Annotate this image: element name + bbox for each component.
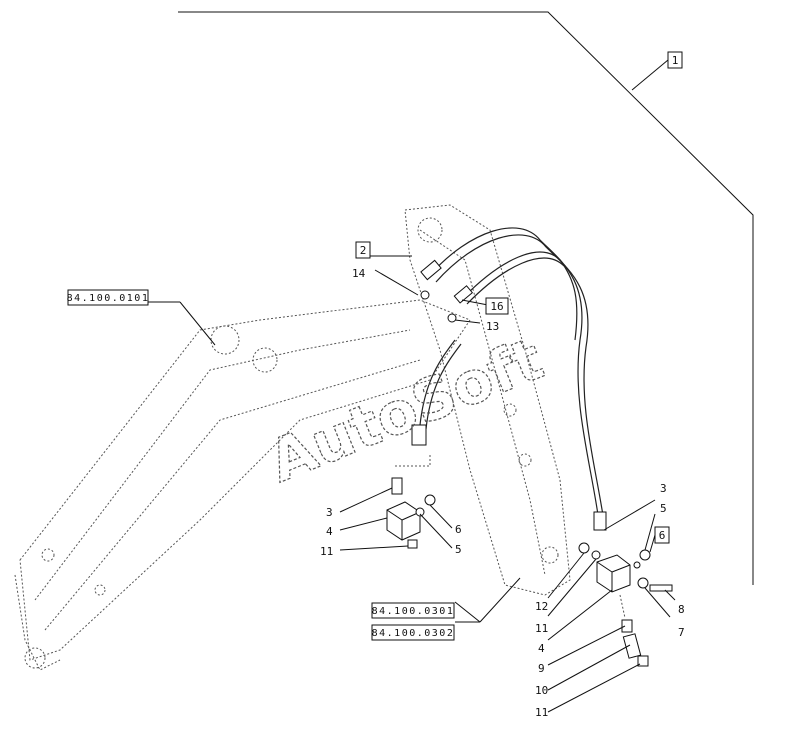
callout-13: 13 (486, 320, 499, 333)
callout-11-left: 11 (320, 545, 333, 558)
svg-text:16: 16 (490, 300, 503, 313)
watermark: AutoSoft (259, 324, 552, 495)
callout-labels: 14 13 3 4 11 6 5 3 5 8 7 12 11 4 9 10 11 (320, 267, 685, 719)
svg-text:2: 2 (360, 244, 367, 257)
svg-text:84.100.0302: 84.100.0302 (372, 628, 455, 639)
callout-11-right: 11 (535, 622, 548, 635)
assembly-bracket-frame (178, 11, 754, 585)
callout-5-right: 5 (660, 502, 667, 515)
box-ref-washer-right[interactable]: 6 (654, 526, 670, 544)
svg-text:84.100.0301: 84.100.0301 (372, 606, 455, 617)
callout-4-left: 4 (326, 525, 333, 538)
callout-11-bottom: 11 (535, 706, 548, 719)
fitting-upper-hose-end (411, 259, 607, 531)
callout-10: 10 (535, 684, 548, 697)
box-ref-hose-upper[interactable]: 2 (355, 241, 371, 259)
box-ref-assembly[interactable]: 1 (667, 51, 683, 69)
callout-6-left: 6 (455, 523, 462, 536)
boom-outline (14, 299, 471, 671)
callout-3-right: 3 (660, 482, 667, 495)
callout-9: 9 (538, 662, 545, 675)
callout-8: 8 (678, 603, 685, 616)
arm-outline (404, 204, 571, 596)
hydraulic-hoses (419, 227, 605, 523)
callout-12: 12 (535, 600, 548, 613)
doc-ref-arm-a[interactable]: 84.100.0301 (371, 602, 455, 619)
box-ref-hose-lower[interactable]: 16 (485, 297, 509, 315)
callout-3-left: 3 (326, 506, 333, 519)
leader-lines (148, 255, 676, 713)
svg-text:84.100.0101: 84.100.0101 (67, 293, 150, 304)
callout-5-left: 5 (455, 543, 462, 556)
valve-block-right (578, 542, 673, 667)
doc-ref-boom[interactable]: 84.100.0101 (67, 289, 150, 306)
svg-text:6: 6 (659, 529, 666, 542)
callout-7: 7 (678, 626, 685, 639)
doc-ref-arm-b[interactable]: 84.100.0302 (371, 624, 455, 641)
callout-4-right: 4 (538, 642, 545, 655)
callout-14: 14 (352, 267, 366, 280)
valve-block-left (386, 455, 436, 549)
svg-text:1: 1 (672, 54, 679, 67)
